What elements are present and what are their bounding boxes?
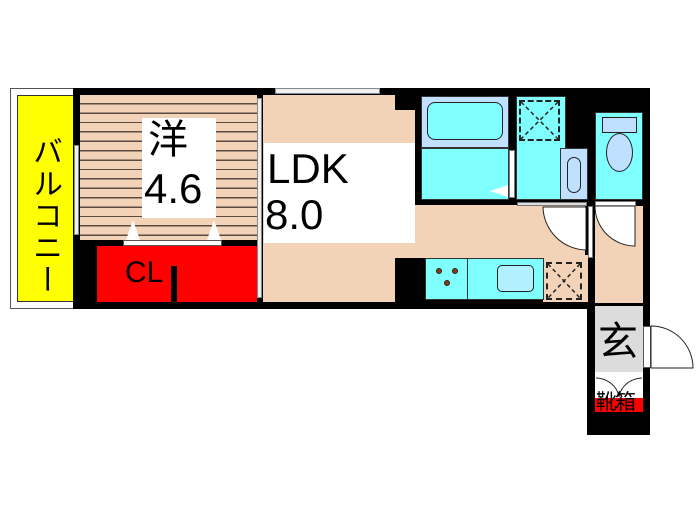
western-room-label-box (142, 118, 216, 218)
balcony: バルコニー (17, 95, 74, 302)
burner-2-icon (452, 268, 458, 274)
burner-3-icon (444, 280, 450, 286)
closet-door-marker-right (207, 220, 221, 240)
bath-door[interactable] (509, 150, 515, 198)
kitchen-counter (467, 258, 544, 300)
washbasin-bowl (567, 157, 581, 193)
ldk-window[interactable] (275, 88, 380, 94)
fridge-space (546, 262, 582, 300)
bathtub (427, 102, 503, 140)
washroom-door-swing (542, 206, 587, 251)
kitchen-wall-block (397, 258, 425, 302)
kitchen-sink (497, 265, 534, 292)
genkan-label: 玄 (598, 319, 638, 365)
western-window[interactable] (74, 145, 79, 235)
fridge-x-icon (547, 263, 581, 299)
ldk-label-box (264, 143, 415, 243)
burner-1-icon (436, 268, 442, 274)
genkan (595, 306, 643, 372)
kitchen-stove (425, 258, 468, 300)
entrance-door-swing (650, 325, 694, 369)
washing-machine-x-icon (520, 101, 559, 140)
toilet-tank (602, 117, 637, 133)
bath-door-marker (490, 185, 508, 197)
ldk-type: LDK (267, 145, 349, 192)
genkan-step (595, 372, 643, 398)
washroom (516, 96, 566, 200)
bathroom (421, 148, 509, 200)
ldk-size: 8.0 (265, 191, 324, 238)
toilet-door-swing (595, 206, 636, 247)
washing-machine-space (519, 100, 560, 141)
shoe-box-label: 靴箱 (596, 390, 636, 414)
western-room-size: 4.6 (144, 165, 203, 212)
sliding-door[interactable] (257, 98, 262, 298)
washroom-door[interactable] (517, 202, 587, 206)
western-room-type: 洋 (148, 117, 188, 163)
closet-door-rail[interactable] (123, 240, 222, 246)
shoe-box (595, 398, 643, 412)
toilet-bowl-icon (606, 133, 633, 172)
hall-partition (588, 206, 593, 258)
washbasin (560, 148, 588, 200)
shoe-box-door-swing (595, 377, 643, 398)
closet-label: CL (125, 256, 164, 289)
bathtub-area (421, 96, 509, 148)
closet (97, 246, 257, 302)
balcony-label: バルコニー (27, 136, 62, 296)
closet-divider (171, 266, 177, 302)
closet-door-marker-left (126, 220, 140, 240)
